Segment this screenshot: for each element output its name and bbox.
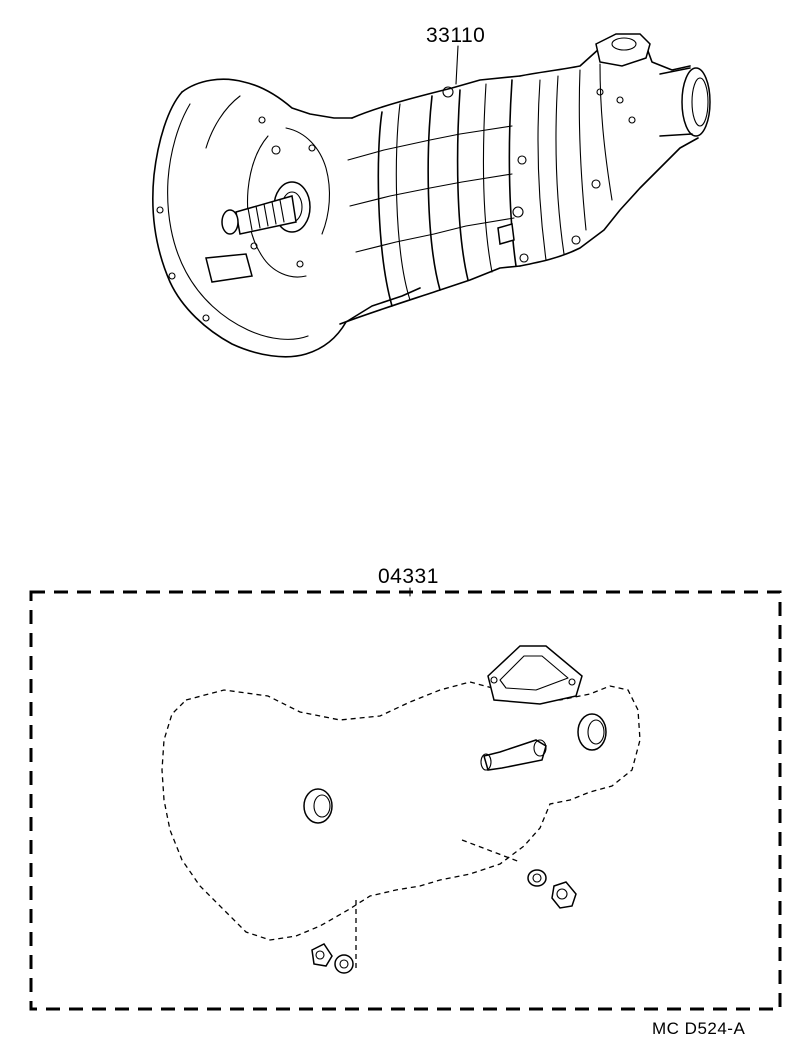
transmission-assembly-drawing	[151, 33, 711, 358]
gasket-kit-boundary	[29, 590, 782, 1011]
gasket-kit-part-number: 04331	[378, 565, 439, 588]
gasket-kit-drawing	[161, 645, 641, 974]
diagram-code: MC D524-A	[652, 1019, 745, 1038]
assembly-part-number: 33110	[426, 24, 485, 47]
